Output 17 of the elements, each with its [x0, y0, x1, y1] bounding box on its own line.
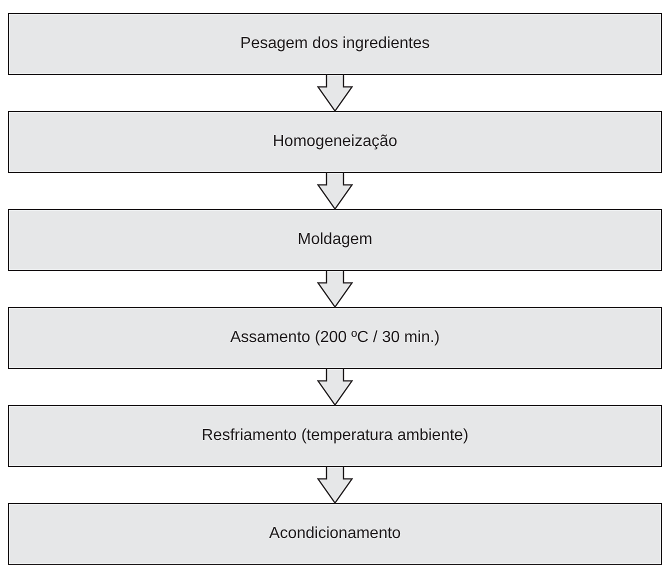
step-label: Moldagem: [298, 231, 372, 249]
block-arrow: [316, 466, 354, 504]
step-label: Assamento (200 ºC / 30 min.): [230, 329, 440, 347]
block-arrow: [316, 74, 354, 112]
block-arrow: [316, 172, 354, 210]
block-arrow: [316, 270, 354, 308]
process-box: [8, 405, 662, 467]
block-arrow: [316, 368, 354, 406]
process-box: [8, 13, 662, 75]
process-box: [8, 503, 662, 565]
process-box: [8, 111, 662, 173]
process-box: [8, 209, 662, 271]
step-label: Pesagem dos ingredientes: [240, 35, 430, 53]
step-label: Homogeneização: [272, 133, 398, 151]
process-box: [8, 307, 662, 369]
step-label: Acondicionamento: [269, 525, 401, 543]
step-label: Resfriamento (temperatura ambiente): [202, 427, 468, 445]
